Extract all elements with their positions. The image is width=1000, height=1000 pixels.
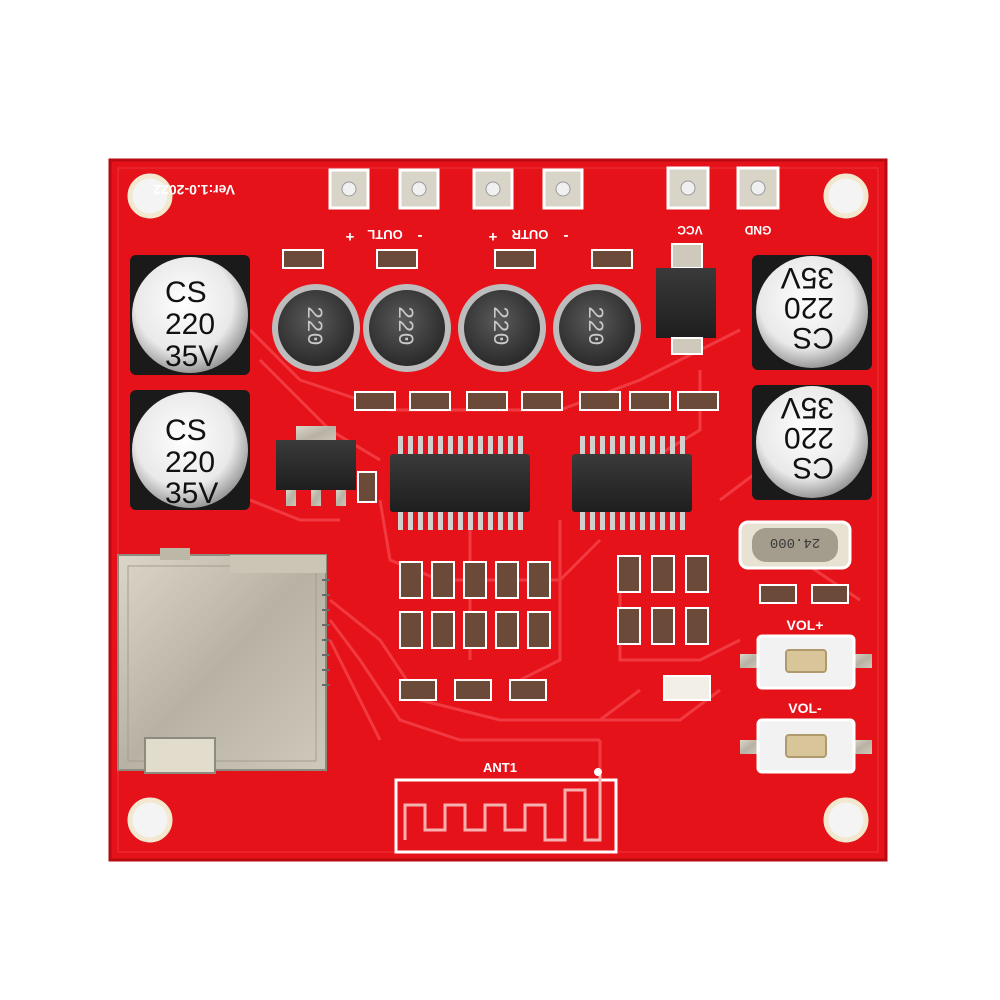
smd-resistors-top — [282, 249, 633, 269]
crystal-icon — [752, 528, 838, 562]
terminal-pads — [328, 166, 780, 210]
capacitor-icon — [756, 386, 868, 498]
vol-up-button[interactable]: VOL+ — [740, 617, 872, 690]
inductor-1: 220 — [272, 284, 360, 372]
inductor-icon — [369, 290, 445, 366]
cap-brand: CS — [792, 321, 834, 354]
capacitor-icon — [132, 392, 248, 508]
capacitor-icon — [756, 256, 868, 368]
amplifier-ic-2 — [572, 436, 692, 530]
voltage-regulator — [276, 426, 356, 506]
crystal-oscillator: 24.000 — [738, 520, 852, 570]
inductor-label: 220 — [392, 306, 417, 346]
inductor-icon — [464, 290, 540, 366]
outl-minus-label: - — [418, 228, 423, 245]
terminal-outl-minus — [398, 168, 440, 210]
inductors: 220 220 220 220 — [272, 284, 641, 372]
inductor-label: 220 — [301, 306, 326, 346]
mounting-hole-icon — [823, 797, 869, 843]
cap-brand: CS — [165, 414, 207, 447]
inductor-4: 220 — [553, 284, 641, 372]
chip-icon — [390, 454, 530, 512]
cap-voltage: 35V — [165, 340, 218, 373]
cap-voltage: 35V — [165, 477, 218, 510]
inductor-label: 220 — [487, 306, 512, 346]
capacitor-icon — [132, 257, 248, 373]
outl-label: OUTL — [367, 227, 402, 242]
mounting-hole-icon — [127, 173, 173, 219]
crystal-label: 24.000 — [770, 534, 820, 550]
inductor-label: 220 — [582, 306, 607, 346]
micro-sd-slot[interactable] — [117, 548, 330, 774]
cap-value: 220 — [165, 308, 215, 341]
cap-value: 220 — [784, 291, 834, 324]
button-icon — [785, 734, 827, 758]
smd-passives-mid — [354, 391, 719, 411]
version-label: Ver:1.0-2022 — [153, 182, 235, 198]
pcb-antenna: ANT1 — [394, 760, 618, 854]
capacitor-top-left: CS 220 35V — [130, 255, 250, 375]
outr-plus-label: + — [488, 228, 497, 245]
mounting-holes — [127, 173, 869, 843]
amplifier-ic-1 — [390, 436, 530, 530]
capacitor-bottom-left: CS 220 35V — [130, 390, 250, 510]
vcc-label: VCC — [677, 223, 703, 237]
mounting-hole-icon — [127, 797, 173, 843]
antenna-label: ANT1 — [483, 760, 517, 775]
vol-down-label: VOL- — [788, 700, 822, 716]
led-indicator — [663, 675, 711, 701]
outr-label: OUTR — [511, 227, 548, 242]
gnd-label: GND — [744, 223, 771, 237]
antenna-trace-icon — [403, 775, 602, 842]
terminal-gnd — [736, 166, 780, 210]
outl-plus-label: + — [345, 228, 354, 245]
cap-value: 220 — [165, 446, 215, 479]
terminal-outr-plus — [472, 168, 514, 210]
inductor-icon — [278, 290, 354, 366]
terminal-labels: + OUTL - + OUTR - VCC GND — [345, 223, 771, 245]
inductor-icon — [559, 290, 635, 366]
capacitor-bottom-right: CS 220 35V — [752, 385, 872, 500]
cap-value: 220 — [784, 421, 834, 454]
vol-up-label: VOL+ — [787, 617, 824, 633]
regulator-icon — [276, 440, 356, 490]
cap-brand: CS — [792, 451, 834, 484]
inductor-2: 220 — [363, 284, 451, 372]
sd-card-icon — [144, 737, 216, 774]
outr-minus-label: - — [564, 228, 569, 245]
terminal-vcc — [666, 166, 710, 210]
vol-down-button[interactable]: VOL- — [740, 700, 872, 774]
inductor-3: 220 — [458, 284, 546, 372]
chip-icon — [572, 454, 692, 512]
smd-diode — [656, 243, 716, 355]
mounting-hole-icon — [823, 173, 869, 219]
smd-crystal-caps — [759, 584, 849, 604]
terminal-outr-minus — [542, 168, 584, 210]
button-icon — [785, 649, 827, 673]
capacitor-top-right: CS 220 35V — [752, 255, 872, 370]
cap-voltage: 35V — [781, 391, 834, 424]
terminal-outl-plus — [328, 168, 370, 210]
cap-voltage: 35V — [781, 261, 834, 294]
smd-resistor-grid — [399, 555, 709, 701]
cap-brand: CS — [165, 276, 207, 309]
